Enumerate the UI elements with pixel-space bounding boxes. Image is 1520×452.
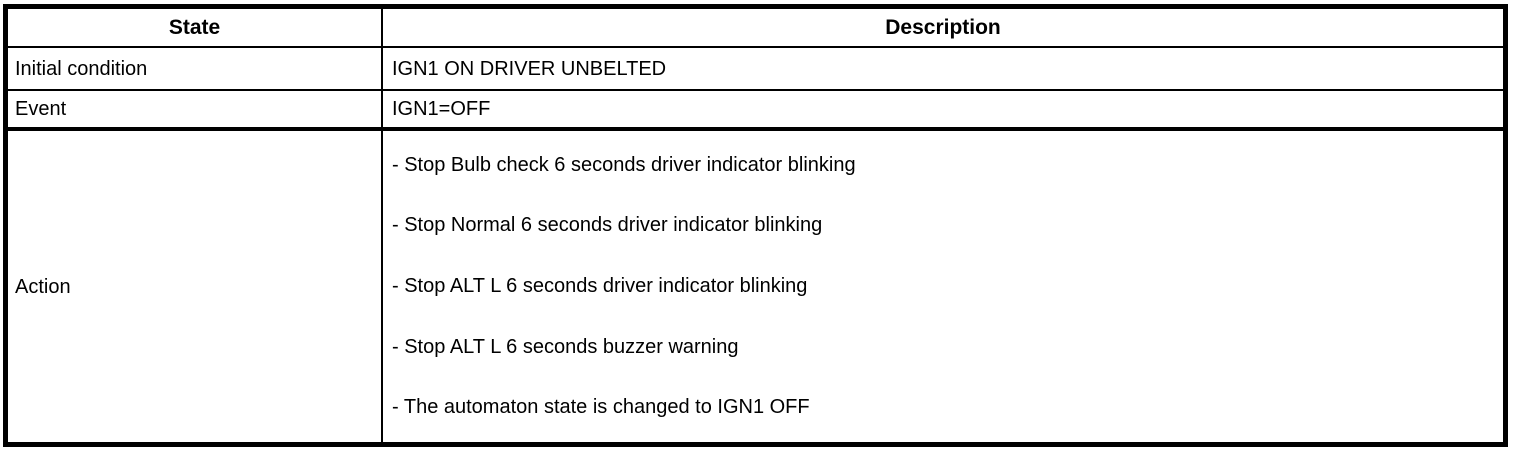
cell-state-action: Action bbox=[8, 131, 383, 442]
column-header-description: Description bbox=[885, 15, 1001, 39]
action-item-automaton-state-change: - The automaton state is changed to IGN1… bbox=[392, 396, 810, 419]
table-header-row: State Description bbox=[8, 9, 1503, 48]
table-row-initial-condition: Initial condition IGN1 ON DRIVER UNBELTE… bbox=[8, 48, 1503, 91]
cell-description-initial-condition: IGN1 ON DRIVER UNBELTED bbox=[392, 57, 667, 80]
cell-description-event: IGN1=OFF bbox=[392, 98, 491, 120]
action-item-stop-alt-l-blinking: - Stop ALT L 6 seconds driver indicator … bbox=[392, 274, 808, 297]
table-row-event: Event IGN1=OFF bbox=[8, 91, 1503, 131]
cell-state-initial-condition: Initial condition bbox=[8, 48, 383, 89]
column-header-state: State bbox=[8, 9, 383, 46]
cell-state-event: Event bbox=[8, 91, 383, 127]
action-item-stop-alt-l-buzzer: - Stop ALT L 6 seconds buzzer warning bbox=[392, 335, 739, 358]
table-row-action: Action - Stop Bulb check 6 seconds drive… bbox=[8, 131, 1503, 442]
state-description-table: State Description Initial condition IGN1… bbox=[3, 4, 1508, 447]
action-item-stop-bulb-check-blinking: - Stop Bulb check 6 seconds driver indic… bbox=[392, 153, 856, 176]
action-item-stop-normal-blinking: - Stop Normal 6 seconds driver indicator… bbox=[392, 214, 823, 237]
cell-description-action: - Stop Bulb check 6 seconds driver indic… bbox=[383, 131, 1503, 442]
